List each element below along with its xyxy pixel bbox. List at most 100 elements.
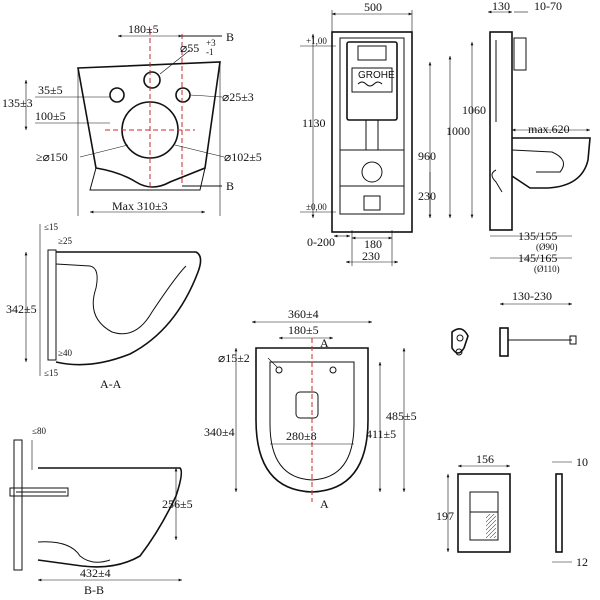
bowl-section-aa (55, 251, 202, 366)
bracket-hole-2 (455, 348, 463, 356)
bracket-plate (499, 327, 509, 357)
frame-outer (331, 31, 413, 233)
wall-bb (13, 439, 23, 571)
dim-10-label: 10 (576, 455, 588, 469)
flush-plate-front (457, 473, 511, 553)
frame-front-view: 500 GROHE +1,00 ±0,00 1130 960 1000 1060… (300, 0, 486, 266)
outlet-front (361, 161, 383, 183)
dim-310-label: Max 310±3 (112, 199, 168, 213)
level-100-label: +1,00 (306, 36, 327, 46)
bowl-inner-bb (37, 541, 111, 563)
dia-150-label: ≥⌀150 (36, 150, 68, 164)
dim-180-f-label: 180 (364, 237, 382, 251)
fixing-point-left (275, 366, 283, 374)
dia-55-tol-plus: +3 (206, 38, 216, 48)
section-mark-b-top: B (226, 30, 234, 44)
dim-960-label: 960 (418, 149, 436, 163)
dia-55-label: ⌀55 (180, 41, 199, 55)
section-aa: ≤15 ≥25 342±5 ≥40 ≤15 A-A (6, 222, 202, 391)
dim-156-label: 156 (476, 452, 494, 466)
dim-340-label: 340±4 (204, 425, 235, 439)
dia-90-label: (Ø90) (536, 242, 558, 252)
bracket-nut (569, 335, 577, 345)
dim-130-label: 130 (492, 0, 510, 13)
dim-35-label: 35±5 (38, 83, 63, 97)
dim-180-b-label: 180±5 (288, 323, 319, 337)
seat-inner (269, 361, 355, 481)
section-mark-a-bottom: A (320, 497, 329, 511)
flush-plate-side (555, 473, 563, 553)
dim-25-label: ≥25 (58, 236, 72, 246)
flush-plate-side (513, 37, 527, 71)
dim-180-label: 180±5 (128, 22, 159, 36)
flush-plate-opening (357, 45, 387, 61)
dim-1000-label: 1000 (446, 124, 470, 138)
dim-130-230-label: 130-230 (512, 289, 552, 303)
bowl-outline-top (77, 61, 221, 188)
level-000-label: ±0,00 (306, 202, 327, 212)
dim-197-label: 197 (436, 509, 454, 523)
section-bb: ≤80 256±5 432±4 B-B (9, 426, 193, 597)
dia-25-label: ⌀25±3 (222, 90, 254, 104)
bowl-side (511, 137, 591, 189)
cistern (346, 41, 398, 121)
caption-aa: A-A (100, 377, 122, 391)
dim-500-label: 500 (364, 0, 382, 14)
bracket-front (451, 328, 469, 354)
dim-0-200-label: 0-200 (307, 235, 335, 249)
bracket-detail: 130-230 (451, 289, 577, 357)
dia-15-label: ⌀15±2 (218, 351, 250, 365)
fixing-hole-left (109, 87, 125, 103)
frame-inner (339, 37, 405, 215)
dim-280-label: 280±8 (286, 429, 317, 443)
frame-side-view: 130 10-70 max.620 135/155 (Ø90) 145/165 … (487, 0, 591, 274)
bowl-side-inner (511, 149, 565, 173)
top-view: 180±5 B B ⌀55 +3 -1 35±5 135±3 100±5 ⌀25… (2, 22, 262, 216)
caption-bb: B-B (84, 583, 104, 597)
dim-432-label: 432±4 (80, 566, 111, 580)
leader-55 (159, 49, 191, 75)
section-mark-a-top: A (320, 336, 329, 350)
outlet-bottom (295, 391, 319, 419)
dim-40-label: ≥40 (58, 348, 72, 358)
dim-145-165-label: 145/165 (518, 251, 557, 265)
dia-102-label: ⌀102±5 (224, 150, 262, 164)
fixing-bolt (9, 487, 69, 497)
dim-342-label: 342±5 (6, 302, 37, 316)
dim-620-label: max.620 (528, 122, 570, 136)
section-mark-b-bottom: B (226, 179, 234, 193)
frame-side-body (489, 31, 513, 231)
dim-100-label: 100±5 (35, 109, 66, 123)
dim-10-70-label: 10-70 (534, 0, 562, 13)
dim-80-label: ≤80 (32, 426, 46, 436)
drain-side (491, 169, 503, 193)
bracket-hole-1 (456, 334, 464, 342)
dim-15-bot-label: ≤15 (44, 368, 58, 378)
dim-411-label: 411±5 (366, 427, 396, 441)
flush-button-small (486, 514, 496, 538)
dim-15-top-label: ≤15 (44, 222, 58, 232)
flush-pipe (365, 120, 379, 150)
bowl-base-top (89, 167, 206, 191)
dia-110-label: (Ø110) (534, 264, 560, 274)
dim-256-label: 256±5 (162, 497, 193, 511)
dim-135-155-label: 135/155 (518, 229, 557, 243)
bottom-view: 360±4 180±5 A A ⌀15±2 340±4 280±8 411±5 … (204, 307, 417, 511)
drain-front (363, 195, 381, 211)
wall-aa (47, 249, 57, 361)
leader-102 (174, 144, 225, 158)
dim-1130-label: 1130 (302, 116, 326, 130)
dim-12-label: 12 (576, 555, 588, 569)
dim-230-v-label: 230 (418, 189, 436, 203)
bowl-section-bb (37, 467, 183, 568)
dia-55-tol-minus: -1 (206, 47, 214, 57)
bowl-inner-aa (55, 263, 187, 335)
dim-360-label: 360±4 (288, 307, 319, 321)
flush-plate-detail: 156 197 10 12 (436, 452, 588, 569)
dim-135-label: 135±3 (2, 96, 33, 110)
dim-230-h-label: 230 (362, 249, 380, 263)
dim-1060-label: 1060 (462, 103, 486, 117)
brand-wave (357, 81, 383, 87)
brand-logo-box (351, 67, 393, 93)
fixing-point-right (329, 366, 337, 374)
